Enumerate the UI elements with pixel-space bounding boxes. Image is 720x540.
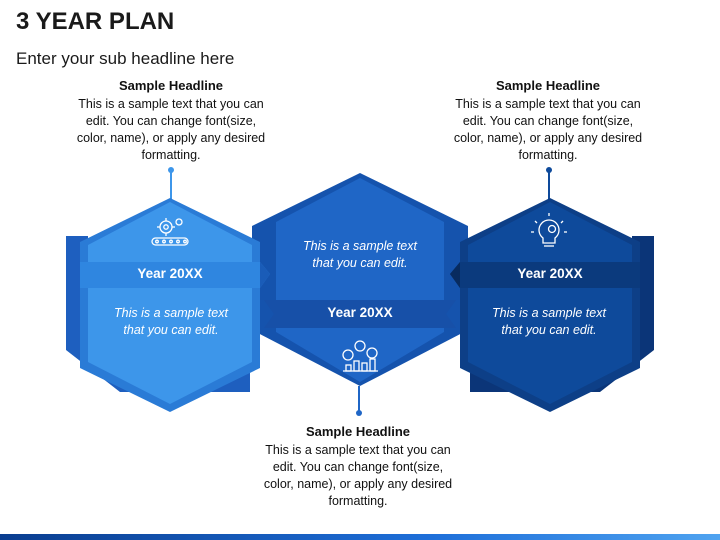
callout-stage-2: Sample Headline This is a sample text th… xyxy=(258,423,458,510)
callout-body: This is a sample text that you can edit.… xyxy=(263,443,453,508)
stage-1-year: Year 20XX xyxy=(137,266,203,281)
connector-stage-3 xyxy=(546,167,552,200)
footer-accent-bar xyxy=(0,534,720,540)
connector-stage-1 xyxy=(168,167,174,200)
dollar-growth-chart-icon xyxy=(342,340,378,372)
connector-stage-2 xyxy=(356,386,362,416)
stage-3-text: This is a sample text that you can edit. xyxy=(492,306,606,337)
stage-3-year: Year 20XX xyxy=(517,266,583,281)
stage-2-text: This is a sample text that you can edit. xyxy=(303,239,417,270)
callout-headline: Sample Headline xyxy=(305,424,411,439)
stage-2-year: Year 20XX xyxy=(327,305,393,320)
callout-stage-1: Sample Headline This is a sample text th… xyxy=(71,77,271,164)
ribbon-stage-1 xyxy=(80,262,270,288)
lightbulb-gear-icon xyxy=(531,213,567,247)
hexagon-stage-2 xyxy=(276,178,444,382)
stage-1-text: This is a sample text that you can edit. xyxy=(114,306,228,337)
callout-body: This is a sample text that you can edit.… xyxy=(453,97,643,162)
hexagon-stage-1 xyxy=(88,202,252,404)
callout-stage-3: Sample Headline This is a sample text th… xyxy=(448,77,648,164)
hexagon-stage-3 xyxy=(468,202,632,404)
ribbon-stage-2 xyxy=(264,300,456,328)
callout-headline: Sample Headline xyxy=(118,78,224,93)
gear-conveyor-icon xyxy=(151,218,189,246)
callout-headline: Sample Headline xyxy=(495,78,601,93)
page-subtitle: Enter your sub headline here xyxy=(16,49,235,68)
callout-body: This is a sample text that you can edit.… xyxy=(76,97,266,162)
page-title: 3 YEAR PLAN xyxy=(16,8,175,35)
ribbon-stage-3 xyxy=(450,262,640,288)
